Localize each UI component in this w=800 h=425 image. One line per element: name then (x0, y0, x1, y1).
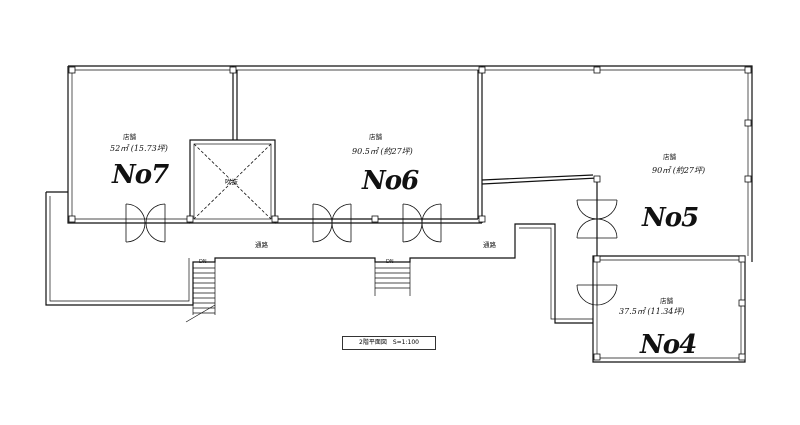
shop-no7-area: 52㎡ (15.73坪) (110, 144, 168, 153)
door-shop7 (125, 203, 166, 243)
void-label: 吹抜 (225, 178, 238, 186)
scale-caption: 2階平面図 S=1:100 (342, 336, 436, 350)
stairs-left (185, 262, 216, 323)
shop-no7-number: No7 (112, 160, 169, 190)
shop4-wall (592, 255, 746, 363)
shop5-lower-wall (481, 174, 598, 256)
divider-6-5 (477, 66, 483, 223)
door-shop5 (576, 199, 618, 239)
outer-wall (68, 65, 753, 262)
void-box (189, 139, 276, 224)
door-shop4 (576, 284, 618, 306)
stairs-left-label: DN (199, 259, 207, 265)
divider-7-6 (232, 66, 238, 140)
shop6-bottom-wall (275, 218, 482, 224)
stairs-center (374, 262, 411, 296)
shop-no6-number: No6 (362, 166, 419, 196)
shop-no4-label: 店舗 (660, 297, 673, 305)
shop7-wall (67, 66, 190, 224)
corridor-wall (45, 192, 593, 324)
shop-no6-area: 90.5㎡ (約27坪) (352, 147, 413, 156)
corridor-label-right: 通路 (483, 241, 496, 249)
door-shop6-right (402, 203, 442, 243)
shop-no6-label: 店舗 (369, 133, 382, 141)
shop-no4-number: No4 (640, 330, 697, 360)
corridor-label-left: 通路 (255, 241, 268, 249)
stairs-center-label: DN (386, 259, 394, 265)
shop-no5-number: No5 (642, 203, 699, 233)
shop-no7-label: 店舗 (123, 133, 136, 141)
shop-no5-label: 店舗 (663, 153, 676, 161)
door-shop6-left (312, 203, 352, 243)
shop-no4-area: 37.5㎡ (11.34坪) (619, 307, 685, 316)
shop-no5-area: 90㎡ (約27坪) (652, 166, 706, 175)
